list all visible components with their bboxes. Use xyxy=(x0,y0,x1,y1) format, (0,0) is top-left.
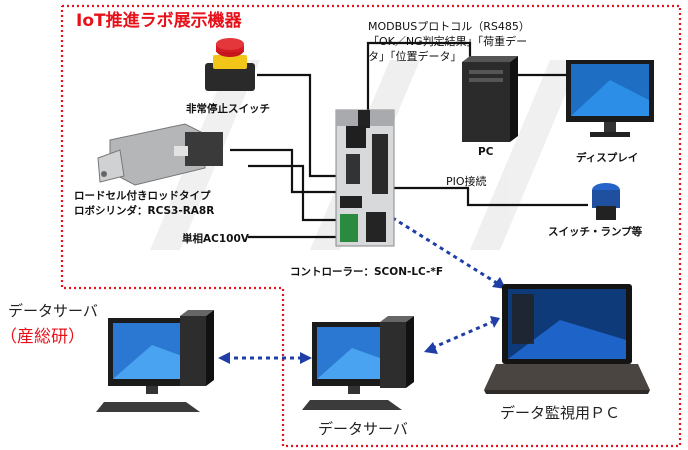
link-server-monitor xyxy=(431,320,493,350)
pc-tower-icon xyxy=(462,56,518,142)
pc-label: PC xyxy=(478,146,494,158)
switch-lamp-icon xyxy=(592,183,620,220)
wire-estop xyxy=(257,73,340,178)
controller-label: コントローラー：SCON-LC-*F xyxy=(290,266,443,278)
emergency-stop-switch-icon xyxy=(205,38,255,91)
data-server-left-label: データサーバ xyxy=(8,302,98,320)
switch-lamp-label: スイッチ・ランプ等 xyxy=(548,226,643,238)
display-icon xyxy=(566,60,654,137)
controller-icon xyxy=(335,109,395,247)
modbus-label-line2: 「OK／NG判定結果」「荷重デー xyxy=(368,35,528,48)
loadcell-label-line1: ロードセル付きロッドタイプ xyxy=(74,190,211,202)
iot-lab-title: IoT推進ラボ展示機器 xyxy=(76,11,242,31)
modbus-label-line3: タ」「位置データ」 xyxy=(368,50,462,63)
iot-lab-boundary xyxy=(60,4,682,448)
center-server-icon xyxy=(302,316,414,410)
wire-pio xyxy=(390,186,588,207)
wire-loadcell-2 xyxy=(248,164,345,222)
modbus-label-line1: MODBUSプロトコル（RS485） xyxy=(368,20,530,33)
pio-label: PIO接続 xyxy=(446,175,487,188)
aist-server-icon xyxy=(96,310,214,412)
ac100v-label: 単相AC100V xyxy=(182,233,249,245)
robo-cylinder-icon xyxy=(97,123,223,186)
estop-label: 非常停止スイッチ xyxy=(186,103,270,115)
wires xyxy=(230,41,588,239)
loadcell-label-line2: ロボシリンダ：RCS3-RA8R xyxy=(74,205,215,217)
display-label: ディスプレイ xyxy=(576,152,639,164)
wire-loadcell-1 xyxy=(230,148,345,194)
monitor-laptop-icon xyxy=(484,284,650,394)
data-server-center-label: データサーバ xyxy=(318,420,408,438)
monitor-pc-label: データ監視用ＰＣ xyxy=(500,404,621,422)
aist-label: （産総研） xyxy=(0,327,85,347)
